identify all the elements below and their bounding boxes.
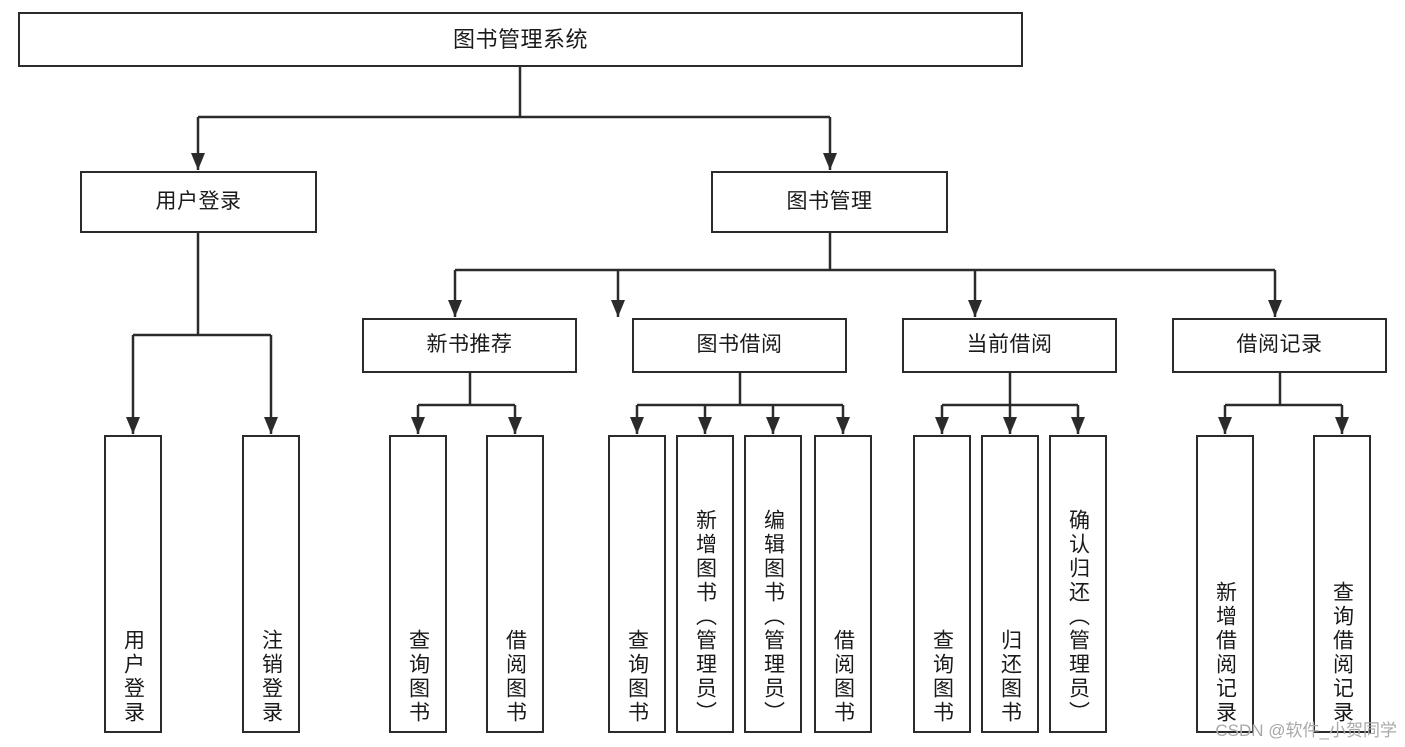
- node-label: 当前借阅: [966, 333, 1053, 357]
- arrowhead-icon: [448, 300, 462, 317]
- node-leaf-query-book-2[interactable]: 查询图书: [608, 435, 666, 733]
- node-leaf-add-book[interactable]: 新增图书（管理员）: [676, 435, 734, 733]
- node-label: 借阅记录: [1236, 333, 1323, 357]
- node-label: 借阅图书: [831, 629, 855, 725]
- arrowhead-icon: [630, 417, 644, 434]
- node-label: 新书推荐: [426, 333, 513, 357]
- node-label: 查询图书: [930, 629, 954, 725]
- arrowhead-icon: [1071, 417, 1085, 434]
- arrowhead-icon: [411, 417, 425, 434]
- node-current-borrow[interactable]: 当前借阅: [902, 318, 1117, 373]
- node-root[interactable]: 图书管理系统: [18, 12, 1023, 67]
- arrowhead-icon: [1335, 417, 1349, 434]
- node-label: 查询借阅记录: [1330, 581, 1354, 725]
- arrowhead-icon: [264, 417, 278, 434]
- arrowhead-icon: [698, 417, 712, 434]
- node-leaf-add-record[interactable]: 新增借阅记录: [1196, 435, 1254, 733]
- node-new-book-rec[interactable]: 新书推荐: [362, 318, 577, 373]
- node-leaf-query-book-3[interactable]: 查询图书: [913, 435, 971, 733]
- node-leaf-logout[interactable]: 注销登录: [242, 435, 300, 733]
- node-label: 确认归还（管理员）: [1066, 509, 1090, 725]
- arrowhead-icon: [611, 300, 625, 317]
- arrowhead-icon: [126, 417, 140, 434]
- node-label: 图书管理系统: [452, 26, 588, 52]
- node-leaf-query-record[interactable]: 查询借阅记录: [1313, 435, 1371, 733]
- node-leaf-confirm-return[interactable]: 确认归还（管理员）: [1049, 435, 1107, 733]
- arrowhead-icon: [191, 153, 205, 170]
- node-leaf-return-book[interactable]: 归还图书: [981, 435, 1039, 733]
- arrowhead-icon: [823, 153, 837, 170]
- node-leaf-query-book-1[interactable]: 查询图书: [389, 435, 447, 733]
- node-borrow-record[interactable]: 借阅记录: [1172, 318, 1387, 373]
- arrowhead-icon: [1218, 417, 1232, 434]
- arrowhead-icon: [1268, 300, 1282, 317]
- node-leaf-borrow-book-2[interactable]: 借阅图书: [814, 435, 872, 733]
- node-label: 新增借阅记录: [1213, 581, 1237, 725]
- watermark: CSDN @软件_小贺同学: [1215, 721, 1397, 740]
- node-user-login[interactable]: 用户登录: [80, 171, 317, 233]
- node-label: 图书借阅: [696, 333, 783, 357]
- arrowhead-icon: [766, 417, 780, 434]
- node-leaf-user-login[interactable]: 用户登录: [104, 435, 162, 733]
- node-label: 用户登录: [155, 189, 242, 213]
- node-label: 归还图书: [998, 629, 1022, 725]
- node-leaf-borrow-book-1[interactable]: 借阅图书: [486, 435, 544, 733]
- node-label: 编辑图书（管理员）: [761, 509, 785, 725]
- node-leaf-edit-book[interactable]: 编辑图书（管理员）: [744, 435, 802, 733]
- node-label: 借阅图书: [503, 629, 527, 725]
- arrowhead-icon: [1003, 417, 1017, 434]
- node-label: 新增图书（管理员）: [693, 509, 717, 725]
- node-book-manage[interactable]: 图书管理: [711, 171, 948, 233]
- node-label: 查询图书: [625, 629, 649, 725]
- node-label: 查询图书: [406, 629, 430, 725]
- node-label: 注销登录: [259, 629, 283, 725]
- arrowhead-icon: [935, 417, 949, 434]
- arrowhead-icon: [836, 417, 850, 434]
- arrowhead-icon: [508, 417, 522, 434]
- node-label: 用户登录: [121, 629, 145, 725]
- node-label: 图书管理: [786, 189, 873, 213]
- arrowhead-icon: [968, 300, 982, 317]
- node-book-borrow[interactable]: 图书借阅: [632, 318, 847, 373]
